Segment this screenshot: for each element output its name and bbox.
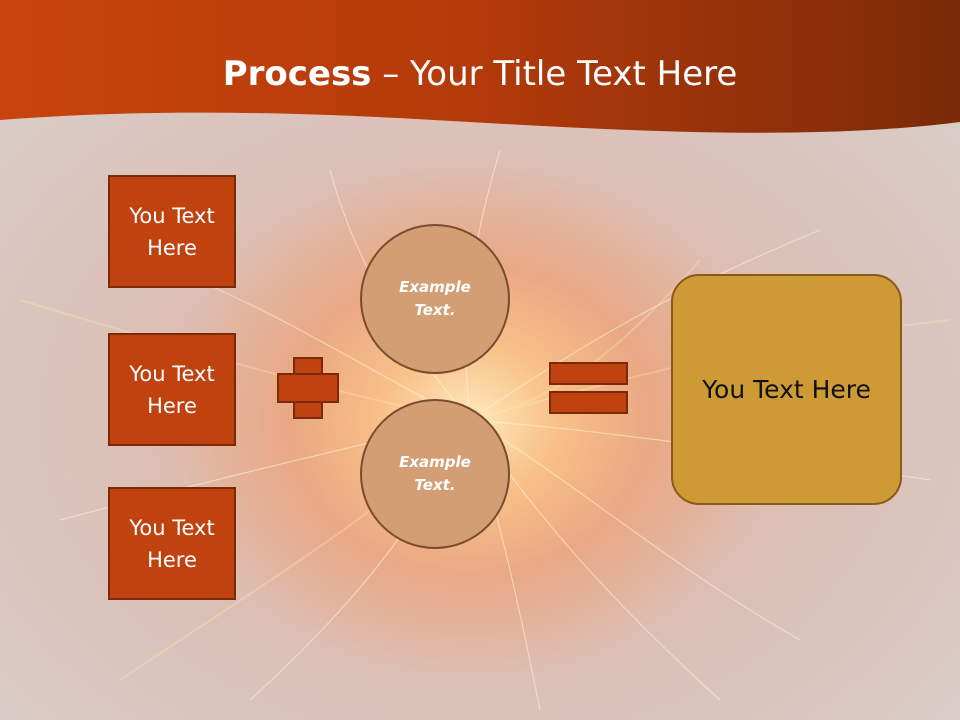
title-bold: Process bbox=[222, 54, 372, 94]
circle-label: Example Text. bbox=[399, 278, 471, 319]
result-box[interactable]: You Text Here bbox=[671, 274, 902, 505]
result-label: You Text Here bbox=[702, 375, 871, 404]
input-box-1[interactable]: You Text Here bbox=[108, 175, 236, 288]
title-banner bbox=[0, 0, 960, 133]
input-box-label: You Text Here bbox=[129, 515, 215, 572]
page-title: Process – Your Title Text Here bbox=[0, 50, 960, 98]
example-circle-1[interactable]: Example Text. bbox=[360, 224, 510, 374]
input-box-label: You Text Here bbox=[129, 203, 215, 260]
circle-label: Example Text. bbox=[399, 453, 471, 494]
equals-icon-top bbox=[549, 362, 628, 385]
input-box-3[interactable]: You Text Here bbox=[108, 487, 236, 600]
title-rest: – Your Title Text Here bbox=[371, 54, 738, 94]
input-box-2[interactable]: You Text Here bbox=[108, 333, 236, 446]
equals-icon-bottom bbox=[549, 391, 628, 414]
input-box-label: You Text Here bbox=[129, 361, 215, 418]
example-circle-2[interactable]: Example Text. bbox=[360, 399, 510, 549]
plus-icon-center bbox=[295, 375, 321, 401]
